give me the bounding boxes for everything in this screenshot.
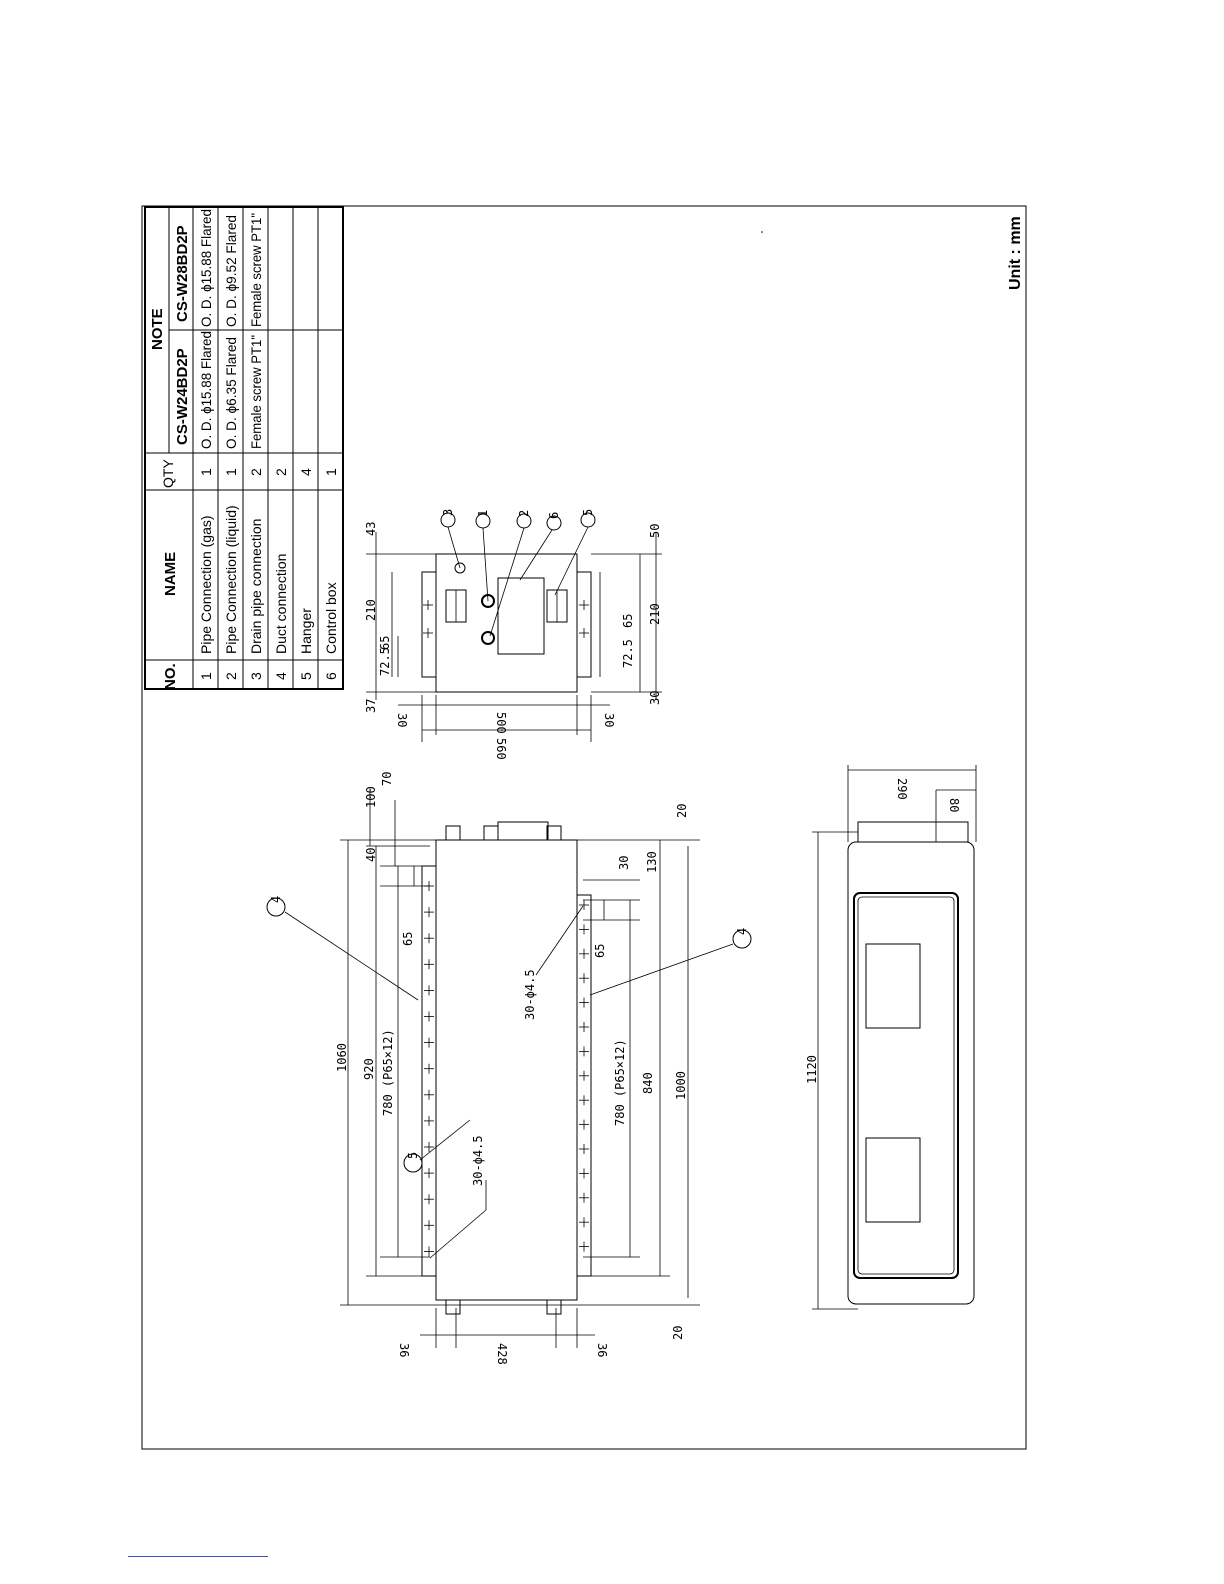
- dim-30-left: 30: [395, 713, 409, 727]
- dim-560: 560: [494, 738, 508, 760]
- row6-qty: 1: [323, 468, 339, 476]
- row3-no: 3: [248, 672, 264, 680]
- plan-callout-4-left: 4: [269, 896, 283, 903]
- dim-65-bottom: 65: [621, 614, 635, 628]
- dim-80: 80: [947, 798, 961, 812]
- header-name: NAME: [162, 552, 179, 596]
- dim-40: 40: [364, 848, 378, 862]
- dim-43: 43: [364, 522, 378, 536]
- dim-130: 130: [645, 851, 659, 873]
- dim-37: 37: [364, 699, 378, 713]
- dim-290: 290: [895, 778, 909, 800]
- row1-qty: 1: [198, 468, 214, 476]
- end-view: 3 1 2 6 5 43 210 65 72.5 37 30 500 30 56…: [364, 509, 662, 760]
- header-no: NO.: [162, 663, 179, 690]
- dim-30-plan: 30: [617, 856, 631, 870]
- plan-callout-5: 5: [406, 1152, 420, 1159]
- dim-36-left: 36: [397, 1343, 411, 1357]
- dim-920: 920: [362, 1058, 376, 1080]
- row4-no: 4: [273, 672, 289, 680]
- row3-a: Female screw PT1": [248, 335, 264, 449]
- stray-dot: [761, 231, 763, 233]
- callout-1: 1: [476, 510, 490, 517]
- dim-30-bottom: 30: [648, 691, 662, 705]
- dim-36-right: 36: [595, 1343, 609, 1357]
- row3-b: Female screw PT1": [248, 213, 264, 327]
- dim-780-bottom: 780 (P65×12): [613, 1039, 627, 1126]
- dim-780-top: 780 (P65×12): [381, 1029, 395, 1116]
- row3-qty: 2: [248, 468, 264, 476]
- row2-name: Pipe Connection (liquid): [223, 505, 239, 654]
- footer-link-rule: [128, 1556, 268, 1557]
- dim-72-5-bottom: 72.5: [621, 639, 635, 668]
- row4-name: Duct connection: [273, 554, 289, 654]
- row2-no: 2: [223, 672, 239, 680]
- header-qty: QTY: [160, 459, 176, 488]
- header-note: NOTE: [149, 308, 166, 350]
- dim-210-bottom: 210: [648, 603, 662, 625]
- parts-table: NO. NAME QTY NOTE CS-W24BD2P CS-W28BD2P …: [144, 206, 344, 690]
- dim-70: 70: [380, 772, 394, 786]
- row1-no: 1: [198, 672, 214, 680]
- dim-20-bottom: 20: [671, 1326, 685, 1340]
- plan-callout-4-right: 4: [735, 928, 749, 935]
- dim-65-plan-top: 65: [401, 932, 415, 946]
- callout-3: 3: [441, 509, 455, 516]
- dim-840: 840: [641, 1072, 655, 1094]
- dim-1060: 1060: [335, 1043, 349, 1072]
- dim-65-top: 65: [378, 636, 392, 650]
- row1-name: Pipe Connection (gas): [198, 515, 214, 654]
- dim-30-right: 30: [602, 713, 616, 727]
- drawing-frame: [141, 205, 1027, 1450]
- row4-qty: 2: [273, 468, 289, 476]
- dim-1120: 1120: [805, 1055, 819, 1084]
- dim-210-top: 210: [364, 599, 378, 621]
- header-model-b: CS-W28BD2P: [174, 225, 191, 322]
- dim-30-hole-bottom: 30-ϕ4.5: [523, 969, 537, 1020]
- callout-6: 6: [547, 512, 561, 519]
- row5-qty: 4: [298, 468, 314, 476]
- side-view: 290 80 1120: [805, 765, 977, 1310]
- row2-b: O. D. ϕ9.52 Flared: [223, 215, 239, 327]
- dim-428: 428: [495, 1343, 509, 1365]
- dim-20-top: 20: [675, 804, 689, 818]
- header-model-a: CS-W24BD2P: [174, 348, 191, 445]
- dim-100: 100: [364, 786, 378, 808]
- dim-65-plan-bottom: 65: [593, 944, 607, 958]
- row5-name: Hanger: [298, 608, 314, 654]
- plan-view: 4 4 5 100 70 40 20 1060 920 780 (P65×12)…: [266, 772, 752, 1365]
- row2-qty: 1: [223, 468, 239, 476]
- callout-5: 5: [581, 509, 595, 516]
- dim-1000: 1000: [674, 1071, 688, 1100]
- row1-b: O. D. ϕ15.88 Flared: [198, 209, 214, 327]
- row2-a: O. D. ϕ6.35 Flared: [223, 337, 239, 449]
- row6-name: Control box: [323, 582, 339, 654]
- row1-a: O. D. ϕ15.88 Flared: [198, 331, 214, 449]
- row5-no: 5: [298, 672, 314, 680]
- callout-2: 2: [517, 510, 531, 517]
- unit-label: Unit : mm: [1007, 216, 1024, 290]
- row3-name: Drain pipe connection: [248, 519, 264, 654]
- dim-72-5-top: 72.5: [378, 647, 392, 676]
- dim-500: 500: [494, 712, 508, 734]
- dim-50: 50: [648, 524, 662, 538]
- dim-30-hole-top: 30-ϕ4.5: [471, 1135, 485, 1186]
- row6-no: 6: [323, 672, 339, 680]
